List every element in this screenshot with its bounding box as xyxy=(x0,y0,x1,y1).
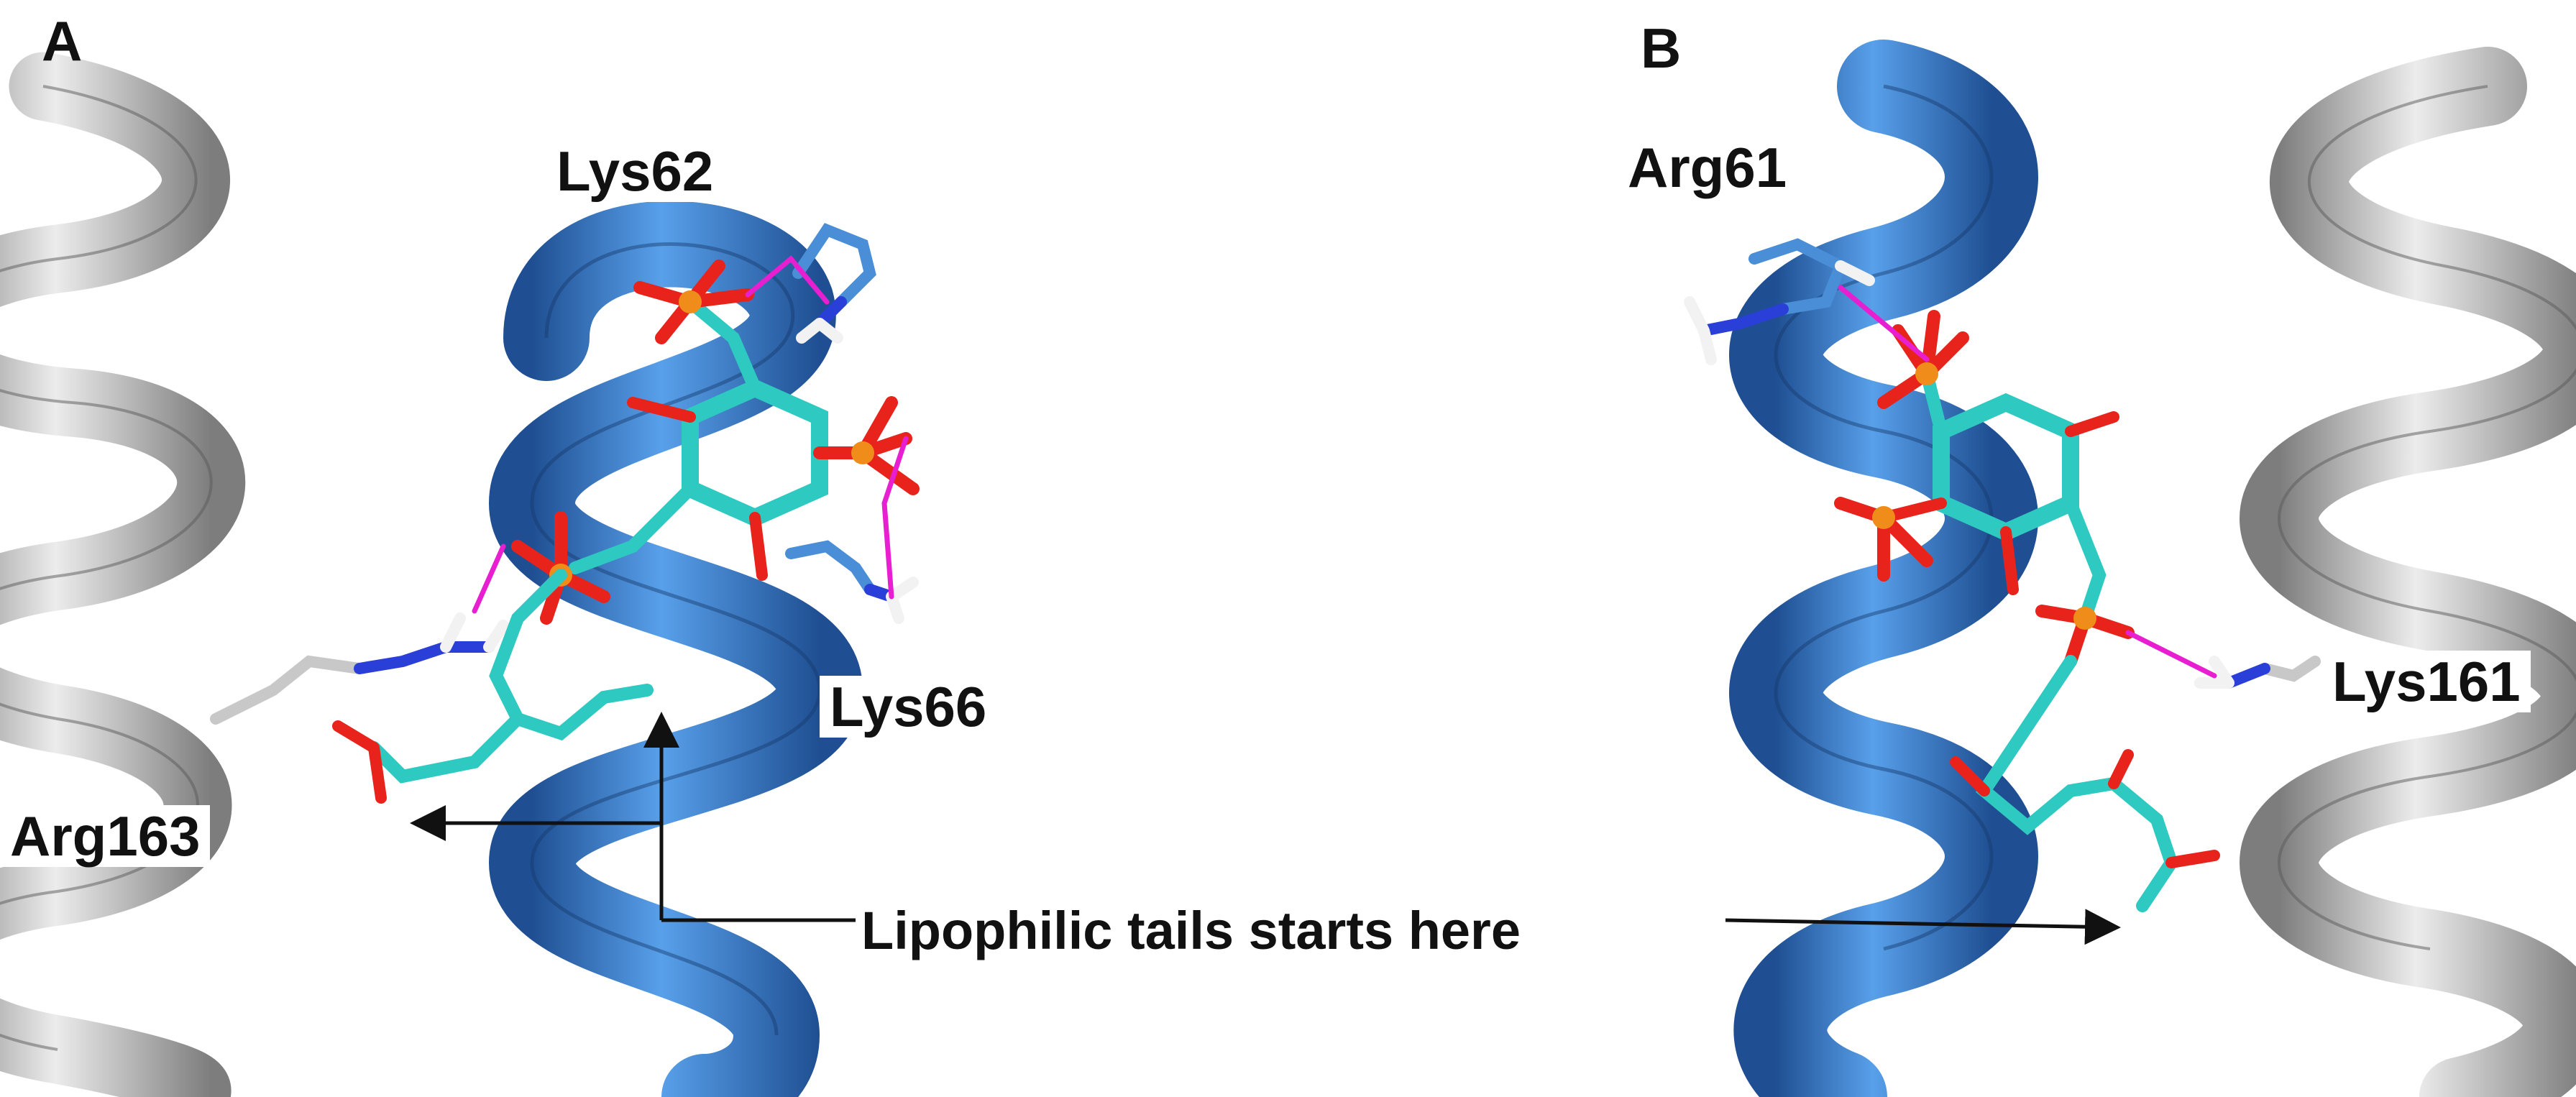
panel-b-lys161-sidechain xyxy=(2194,656,2321,689)
label-arg61: Arg61 xyxy=(1618,137,1797,198)
panel-letter-a: A xyxy=(42,9,83,73)
arrow-b-horizontal xyxy=(1725,909,2121,945)
panel-b-blue-helix xyxy=(1729,40,2038,1097)
tail-arrows xyxy=(410,712,2121,945)
panel-a-gray-helix xyxy=(0,52,246,1097)
panel-a-lys66-sidechain xyxy=(785,540,919,624)
label-lys161: Lys161 xyxy=(2322,651,2531,712)
panel-b-arg61-sidechain xyxy=(1684,238,1875,365)
label-arg163: Arg163 xyxy=(0,805,211,867)
panel-a-arg163-sidechain xyxy=(210,612,509,725)
panel-a-pip-headgroup xyxy=(332,255,920,804)
label-lys66: Lys66 xyxy=(820,676,997,738)
label-lipophilic-tails: Lipophilic tails starts here xyxy=(856,900,1527,962)
label-lys62: Lys62 xyxy=(546,140,724,202)
panel-b-gray-helix xyxy=(2240,47,2576,1097)
panel-a-blue-helix xyxy=(488,201,863,1097)
panel-letter-b: B xyxy=(1641,17,1682,80)
panel-a-lys62-sidechain xyxy=(792,223,876,344)
panel-b-pip-headgroup xyxy=(1834,285,2220,912)
